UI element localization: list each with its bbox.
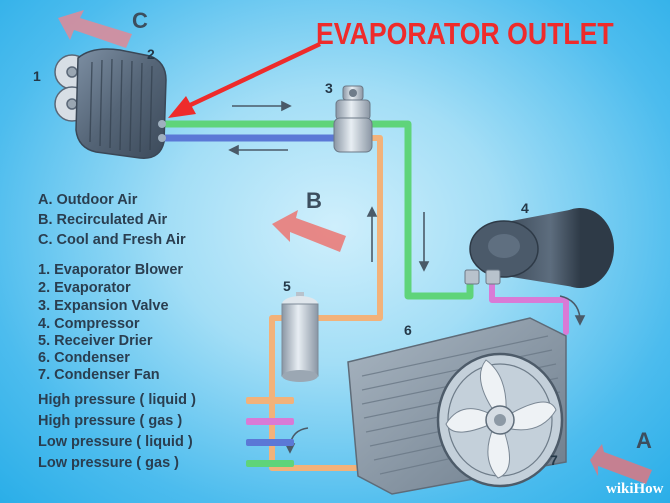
legend-swatch xyxy=(246,397,294,404)
airflow-letter-a: A xyxy=(636,428,652,453)
component-label-3: 3. Expansion Valve xyxy=(38,298,169,314)
wikihow-watermark: wikiHow xyxy=(606,481,664,497)
air-type-a: A. Outdoor Air xyxy=(38,192,138,208)
component-label-5: 5. Receiver Drier xyxy=(38,333,153,349)
component-label-1: 1. Evaporator Blower xyxy=(38,262,184,278)
receiver-drier xyxy=(281,292,319,382)
expansion-valve xyxy=(333,85,373,153)
evaporator xyxy=(75,48,167,159)
pipe-low-gas xyxy=(156,120,474,300)
compressor xyxy=(464,208,614,288)
airflow-arrow-a xyxy=(590,444,652,484)
legend-swatch xyxy=(246,418,294,425)
legend-swatch xyxy=(246,439,294,446)
legend-label: Low pressure ( liquid ) xyxy=(38,434,193,450)
legend-swatch xyxy=(246,460,294,467)
component-number-7: 7 xyxy=(550,452,558,468)
component-number-2: 2 xyxy=(147,46,155,62)
component-number-4: 4 xyxy=(521,200,529,216)
component-label-4: 4. Compressor xyxy=(38,316,140,332)
callout-arrow xyxy=(168,41,321,118)
pipe-high-gas xyxy=(489,279,569,335)
flow-arrows xyxy=(228,100,586,454)
airflow-arrow-b xyxy=(272,210,346,252)
legend-label: Low pressure ( gas ) xyxy=(38,455,180,471)
component-number-6: 6 xyxy=(404,322,412,338)
component-number-5: 5 xyxy=(283,278,291,294)
component-label-2: 2. Evaporator xyxy=(38,280,131,296)
legend-label: High pressure ( gas ) xyxy=(38,413,183,429)
component-label-7: 7. Condenser Fan xyxy=(38,367,160,383)
component-label-6: 6. Condenser xyxy=(38,350,130,366)
pipe-high-liquid-top xyxy=(315,135,383,321)
evaporator-outlet-callout: EVAPORATOR OUTLET xyxy=(316,16,614,51)
air-type-c: C. Cool and Fresh Air xyxy=(38,232,186,248)
airflow-letter-c: C xyxy=(132,8,148,33)
condenser-fan xyxy=(436,352,564,488)
air-type-b: B. Recirculated Air xyxy=(38,212,168,228)
component-number-3: 3 xyxy=(325,80,333,96)
airflow-letter-b: B xyxy=(306,188,322,213)
airflow-arrow-c xyxy=(58,10,132,48)
refrigerant-pipes xyxy=(156,120,569,471)
component-number-1: 1 xyxy=(33,68,41,84)
legend-label: High pressure ( liquid ) xyxy=(38,392,196,408)
